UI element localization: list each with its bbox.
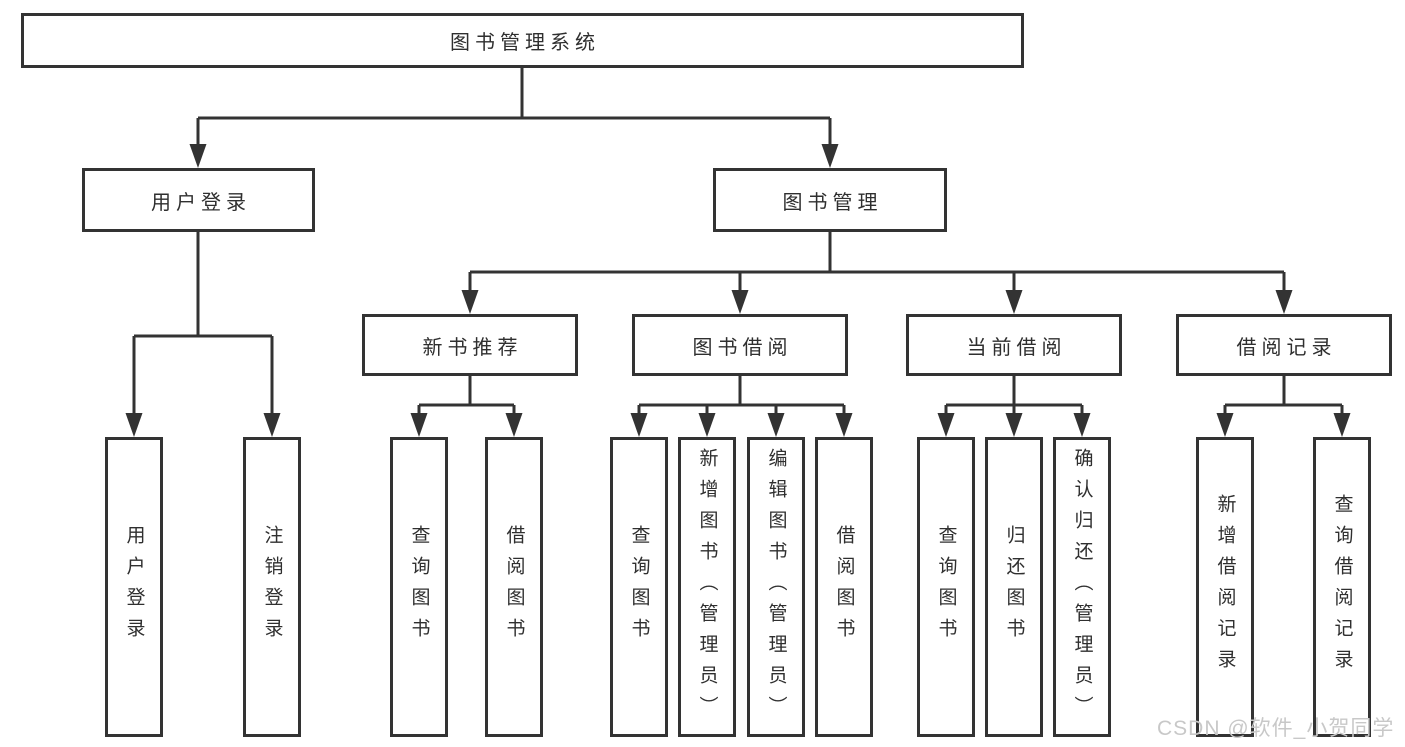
arrow-icon xyxy=(189,144,207,168)
leaf-newrec-borrow-books: 借阅图书 xyxy=(485,437,543,737)
arrowheads xyxy=(125,144,1351,437)
node-current-borrow: 当前借阅 xyxy=(906,314,1122,376)
arrow-icon xyxy=(410,413,428,437)
node-book-borrow-label: 图书借阅 xyxy=(692,336,793,359)
node-current-borrow-label: 当前借阅 xyxy=(966,336,1067,359)
leaf-newrec-query-books: 查询图书 xyxy=(390,437,448,737)
watermark: CSDN @软件_小贺同学 xyxy=(1157,717,1395,740)
node-new-book-recommend: 新书推荐 xyxy=(362,314,578,376)
node-root-label: 图书管理系统 xyxy=(450,32,600,54)
arrow-icon xyxy=(505,413,523,437)
arrow-icon xyxy=(461,290,479,314)
node-new-book-recommend-label: 新书推荐 xyxy=(422,336,523,359)
arrow-icon xyxy=(125,413,143,437)
arrow-icon xyxy=(767,413,785,437)
node-root: 图书管理系统 xyxy=(21,13,1024,68)
leaf-current-query-books: 查询图书 xyxy=(917,437,975,737)
arrow-icon xyxy=(1005,290,1023,314)
arrow-icon xyxy=(821,144,839,168)
arrow-icon xyxy=(630,413,648,437)
leaf-borrow-borrow-books: 借阅图书 xyxy=(815,437,873,737)
arrow-icon xyxy=(1333,413,1351,437)
arrow-icon xyxy=(1073,413,1091,437)
arrow-icon xyxy=(1216,413,1234,437)
leaf-borrow-edit-books-admin: 编辑图书（管理员） xyxy=(747,437,805,737)
arrow-icon xyxy=(1275,290,1293,314)
leaf-logout: 注销登录 xyxy=(243,437,301,737)
connector-path xyxy=(132,68,1344,420)
node-user-login-label: 用户登录 xyxy=(151,191,251,214)
arrow-icon xyxy=(263,413,281,437)
node-book-borrow: 图书借阅 xyxy=(632,314,848,376)
leaf-records-query-record: 查询借阅记录 xyxy=(1313,437,1371,737)
node-book-management: 图书管理 xyxy=(713,168,947,232)
arrow-icon xyxy=(731,290,749,314)
leaf-records-add-record: 新增借阅记录 xyxy=(1196,437,1254,737)
node-book-management-label: 图书管理 xyxy=(782,191,883,214)
arrow-icon xyxy=(698,413,716,437)
leaf-borrow-query-books: 查询图书 xyxy=(610,437,668,737)
node-borrow-records: 借阅记录 xyxy=(1176,314,1392,376)
arrow-icon xyxy=(1005,413,1023,437)
node-borrow-records-label: 借阅记录 xyxy=(1236,336,1337,359)
arrow-icon xyxy=(937,413,955,437)
node-user-login: 用户登录 xyxy=(82,168,315,232)
leaf-user-login: 用户登录 xyxy=(105,437,163,737)
leaf-borrow-add-books-admin: 新增图书（管理员） xyxy=(678,437,736,737)
leaf-current-confirm-return-admin: 确认归还（管理员） xyxy=(1053,437,1111,737)
arrow-icon xyxy=(835,413,853,437)
leaf-current-return-books: 归还图书 xyxy=(985,437,1043,737)
